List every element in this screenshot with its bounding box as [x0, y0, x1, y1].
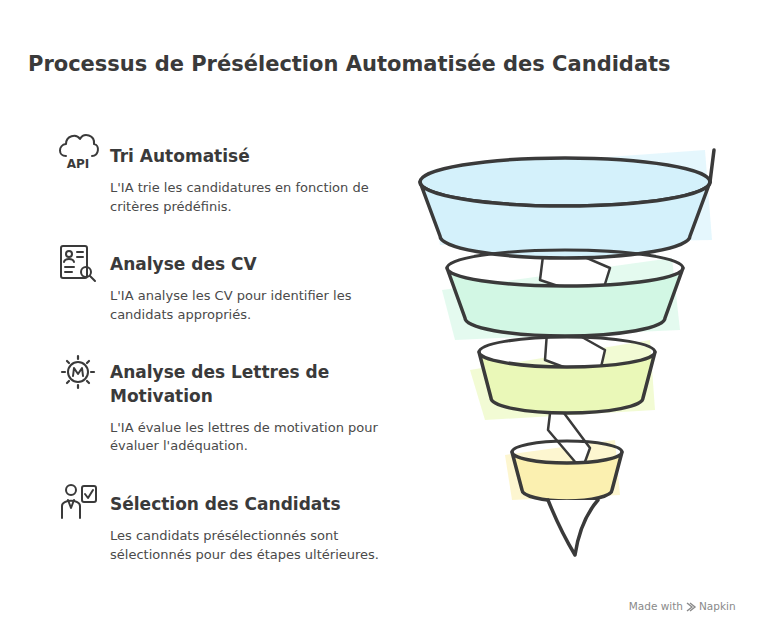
cv-icon: [61, 246, 95, 281]
selection-icon: [62, 485, 96, 518]
diagram-title: Processus de Présélection Automatisée de…: [28, 52, 671, 76]
step-item: Analyse des Lettres de MotivationL'IA év…: [110, 361, 410, 456]
step-description: L'IA trie les candidatures en fonction d…: [110, 179, 410, 217]
funnel-illustration: [420, 150, 714, 555]
step-item: Tri AutomatiséL'IA trie les candidatures…: [110, 145, 410, 216]
step-description: L'IA analyse les CV pour identifier les …: [110, 287, 410, 325]
step-heading: Analyse des Lettres de Motivation: [110, 361, 390, 409]
step-heading: Analyse des CV: [110, 253, 390, 277]
watermark: Made with: [629, 600, 683, 612]
napkin-logo: [687, 603, 695, 611]
cloud-icon: [60, 135, 98, 156]
step-description: Les candidats présélectionnés sont sélec…: [110, 527, 410, 565]
watermark: Napkin: [699, 600, 736, 612]
step-description: L'IA évalue les lettres de motivation po…: [110, 419, 410, 457]
step-heading: Tri Automatisé: [110, 145, 390, 169]
step-item: Sélection des CandidatsLes candidats pré…: [110, 493, 410, 564]
letter-icon: [62, 356, 94, 388]
step-item: Analyse des CV L'IA analyse les CV pour i…: [110, 253, 410, 324]
icon-label: API: [56, 157, 100, 171]
step-heading: Sélection des Candidats: [110, 493, 390, 517]
